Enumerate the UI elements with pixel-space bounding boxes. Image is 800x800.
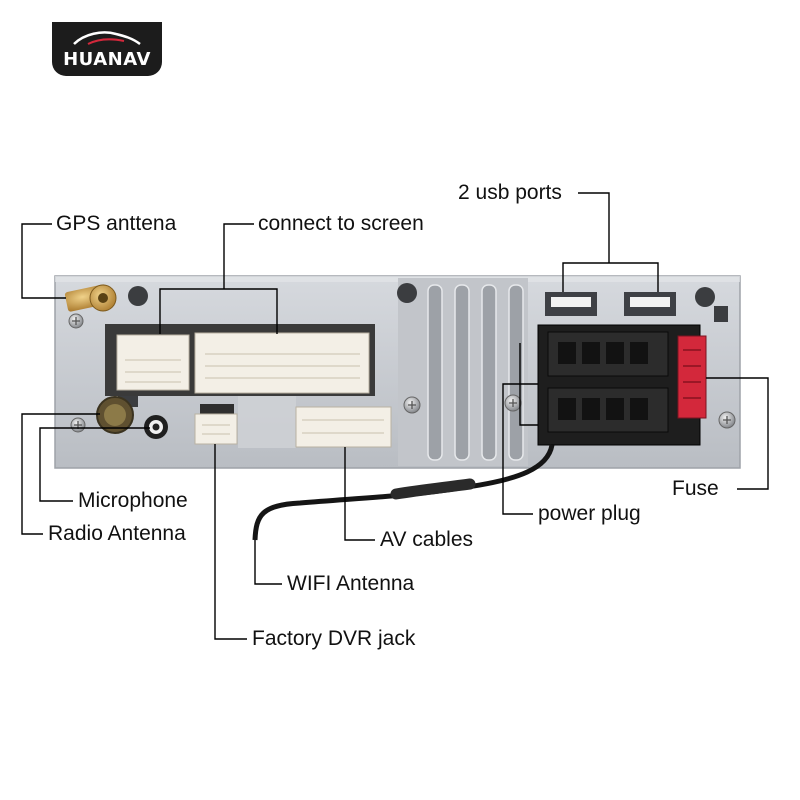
label-microphone: Microphone bbox=[78, 489, 188, 512]
screw-icon bbox=[718, 411, 736, 429]
label-power-plug: power plug bbox=[538, 502, 641, 525]
usb-port bbox=[624, 292, 676, 316]
microphone-jack bbox=[144, 415, 168, 439]
brand-logo: HUANAV bbox=[52, 22, 162, 76]
label-av-cables: AV cables bbox=[380, 528, 473, 551]
radio-antenna-jack bbox=[96, 396, 134, 434]
power-plug-connector bbox=[537, 324, 701, 446]
screw-icon bbox=[70, 417, 86, 433]
car-silhouette-icon bbox=[73, 31, 141, 46]
logo-text: HUANAV bbox=[63, 49, 151, 70]
label-gps-antenna: GPS anttena bbox=[56, 212, 177, 235]
gps-connector bbox=[64, 284, 117, 312]
label-wifi-antenna: WIFI Antenna bbox=[287, 572, 415, 595]
callout-lines bbox=[21, 192, 769, 640]
mounting-hole bbox=[397, 283, 417, 303]
fuse bbox=[677, 335, 707, 419]
label-radio-antenna: Radio Antenna bbox=[48, 522, 186, 545]
mounting-hole bbox=[128, 286, 148, 306]
dvr-jack bbox=[194, 404, 238, 445]
screw-icon bbox=[68, 313, 84, 329]
mounting-hole bbox=[695, 287, 715, 307]
screw-icon bbox=[504, 394, 522, 412]
label-connect-to-screen: connect to screen bbox=[258, 212, 424, 235]
screw-icon bbox=[403, 396, 421, 414]
vent-slots bbox=[398, 278, 528, 466]
label-factory-dvr-jack: Factory DVR jack bbox=[252, 627, 416, 650]
av-connector bbox=[295, 406, 392, 448]
label-usb-ports: 2 usb ports bbox=[458, 181, 562, 204]
screen-connector bbox=[105, 324, 375, 396]
label-fuse: Fuse bbox=[672, 477, 719, 500]
usb-port bbox=[545, 292, 597, 316]
